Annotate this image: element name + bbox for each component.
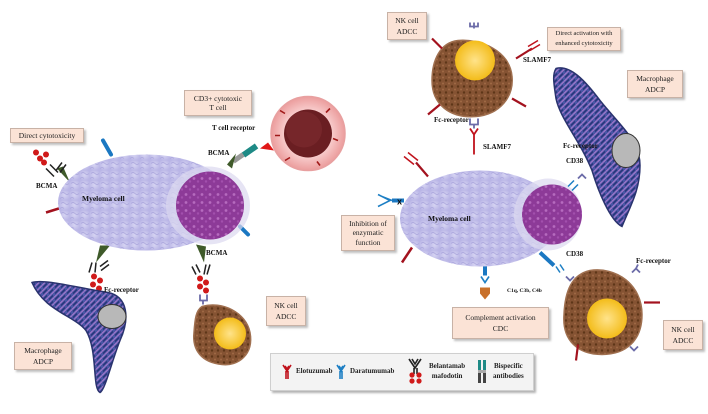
direct-activation-line1: Direct activation with — [555, 30, 613, 38]
legend-label-bispecific-line1: Bispecific — [493, 362, 523, 371]
myeloma-cell-label-right: Myeloma cell — [428, 214, 471, 223]
nk-box-left-line2: ADCC — [275, 312, 297, 321]
slamf7-label-mid: SLAMF7 — [483, 143, 511, 151]
inhibition-line3: function — [355, 237, 381, 247]
nk-box-left: NK cell ADCC — [266, 296, 306, 326]
direct-cytotoxicity-box: Direct cytotoxicity — [10, 128, 84, 143]
macrophage-box-left-line1: Macrophage — [24, 345, 62, 355]
legend-label-belantamab: Belantamab mafodotin — [429, 362, 465, 382]
complement-line1: Complement activation — [465, 312, 536, 322]
t-cell-receptor-label: T cell receptor — [212, 124, 256, 132]
complement-line2: CDC — [492, 324, 509, 333]
nk-box-bottom-right-line1: NK cell — [671, 324, 695, 334]
cd38-label-bottom: CD38 — [566, 250, 584, 258]
nk-cell-bottom-right — [563, 264, 660, 361]
nk-box-top-right-line2: ADCC — [396, 27, 418, 36]
legend-item-elotuzumab: Elotuzumab — [281, 354, 333, 390]
bispecific-engager — [231, 142, 274, 164]
conjugated-antibody-icon — [408, 358, 422, 384]
elotuzumab-slamf7-mid — [469, 128, 479, 155]
bcma-label-top: BCMA — [208, 149, 230, 157]
macrophage-box-right: Macrophage ADCP — [627, 70, 683, 98]
legend-item-bispecific: Bispecific antibodies — [477, 354, 524, 390]
legend: Elotuzumab Daratumumab Belantamab mafodo… — [270, 353, 534, 391]
fc-receptor-label-left: Fc-receptor — [104, 286, 139, 294]
nk-box-bottom-right-line2: ADCC — [672, 336, 694, 345]
elotuzumab-slamf7-top — [515, 39, 541, 60]
nk-box-bottom-right: NK cell ADCC — [663, 320, 703, 350]
direct-cytotoxicity-text: Direct cytotoxicity — [18, 130, 76, 140]
nk-cell-left — [193, 304, 252, 366]
macrophage-box-left-line2: ADCP — [32, 357, 53, 366]
macrophage-top-right — [552, 67, 641, 228]
fc-receptor-label-top: Fc-receptor — [434, 116, 469, 124]
myeloma-cell-label-left: Myeloma cell — [82, 194, 125, 203]
legend-item-daratumumab: Daratumumab — [335, 354, 394, 390]
macrophage-box-right-line1: Macrophage — [636, 73, 674, 83]
nk-box-top-right: NK cell ADCC — [387, 12, 427, 40]
direct-activation-box: Direct activation with enhanced cytotoxi… — [547, 27, 621, 51]
complement-factors-label: C1q, C3b, C4b — [507, 288, 542, 294]
slamf7-label-top: SLAMF7 — [523, 56, 551, 64]
cd38-label-top: CD38 — [566, 157, 584, 165]
inhibition-line2: enzymatic — [352, 228, 384, 238]
t-cell — [270, 95, 346, 172]
legend-label-belantamab-line1: Belantamab — [429, 362, 466, 371]
myeloma-cell-left — [45, 138, 250, 263]
macrophage-left — [30, 280, 127, 394]
legend-item-belantamab: Belantamab mafodotin — [407, 354, 465, 390]
macrophage-box-right-line2: ADCP — [644, 85, 665, 94]
blue-antibody-icon — [336, 364, 346, 379]
bcma-label-left: BCMA — [36, 182, 58, 190]
fc-receptor-label-bottom: Fc-receptor — [636, 257, 671, 265]
myeloma-cell-right: x — [377, 151, 587, 300]
legend-label-elotuzumab: Elotuzumab — [296, 367, 333, 376]
bcma-label-bottom: BCMA — [206, 249, 228, 257]
direct-activation-line2: enhanced cytotoxicity — [555, 40, 613, 47]
inhibition-line1: Inhibition of — [349, 218, 387, 228]
nk-box-left-line1: NK cell — [274, 300, 298, 310]
inhibition-box: Inhibition of enzymatic function — [341, 215, 395, 251]
belantamab-left — [33, 149, 67, 178]
red-antibody-icon — [282, 364, 292, 379]
t-cell-box: CD3+ cytotoxic T cell — [184, 90, 252, 116]
svg-text:x: x — [397, 197, 402, 207]
belantamab-bottom-right — [191, 264, 211, 305]
legend-label-bispecific: Bispecific antibodies — [493, 362, 524, 382]
nk-box-top-right-line1: NK cell — [395, 15, 419, 25]
t-cell-box-line1: CD3+ cytotoxic — [193, 94, 243, 103]
complement-box: Complement activation CDC — [452, 307, 549, 339]
fc-receptor-label-right: Fc-receptor — [563, 142, 598, 150]
bispecific-antibody-icon — [478, 360, 486, 383]
legend-label-belantamab-line2: mafodotin — [431, 372, 463, 380]
macrophage-box-left: Macrophage ADCP — [14, 342, 72, 370]
legend-label-bispecific-line2: antibodies — [493, 372, 524, 380]
t-cell-box-line2: T cell — [209, 103, 227, 112]
legend-label-daratumumab: Daratumumab — [350, 367, 395, 376]
nk-cell-top-right — [427, 22, 527, 129]
